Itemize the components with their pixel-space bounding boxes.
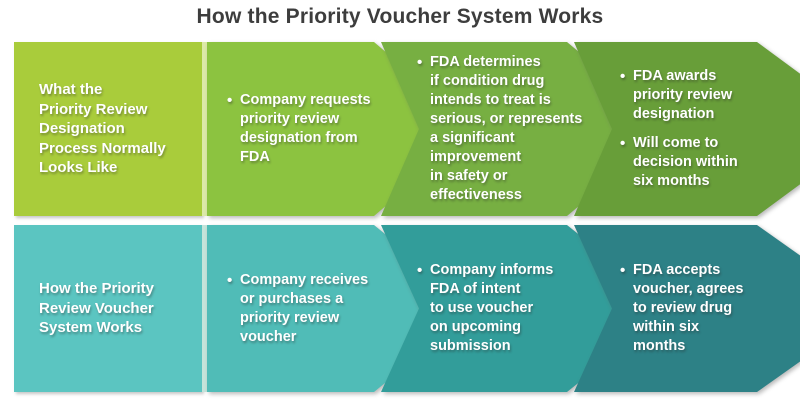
bullet-icon: • bbox=[227, 92, 233, 109]
bullet-icon: • bbox=[620, 135, 626, 152]
row1-step2-chevron: • FDA determines if condition drug inten… bbox=[381, 42, 671, 216]
row1-label-box: What the Priority Review Designation Pro… bbox=[14, 42, 216, 216]
row2-step1-bullet-item: • Company receives or purchases a priori… bbox=[227, 271, 432, 347]
row2-step2-bullet-item: • Company informs FDA of intent to use v… bbox=[417, 261, 641, 356]
row2-step2-text: Company informs FDA of intent to use vou… bbox=[430, 262, 554, 354]
row2-step3-bullet-item: • FDA accepts voucher, agrees to review … bbox=[620, 261, 800, 356]
row2-step3-text: FDA accepts voucher, agrees to review dr… bbox=[633, 262, 744, 354]
row1-step2-text: FDA determines if condition drug intends… bbox=[430, 54, 583, 203]
bullet-icon: • bbox=[417, 54, 423, 71]
bullet-icon: • bbox=[620, 262, 626, 279]
row1-step3-text-1: FDA awards priority review designation bbox=[633, 68, 733, 122]
row1-step2-bullet-item: • FDA determines if condition drug inten… bbox=[417, 53, 641, 205]
row1-step3-bullet-item-1: • FDA awards priority review designation bbox=[620, 67, 800, 124]
row2-step2-chevron: • Company informs FDA of intent to use v… bbox=[381, 225, 671, 392]
row1-step3-text-2: Will come to decision within six months bbox=[633, 135, 738, 189]
bullet-icon: • bbox=[227, 271, 233, 289]
row2-label-text: How the Priority Review Voucher System W… bbox=[39, 280, 155, 337]
row2-label-box: How the Priority Review Voucher System W… bbox=[14, 225, 216, 392]
row2-step3-chevron: • FDA accepts voucher, agrees to review … bbox=[574, 225, 800, 392]
row1-step3-bullet-item-2: • Will come to decision within six month… bbox=[620, 134, 800, 191]
row1-step1-text: Company requests priority review designa… bbox=[240, 92, 371, 165]
row1-label-text: What the Priority Review Designation Pro… bbox=[39, 81, 166, 177]
bullet-icon: • bbox=[620, 68, 626, 85]
row1-step3-chevron: • FDA awards priority review designation… bbox=[574, 42, 800, 216]
page-title: How the Priority Voucher System Works bbox=[196, 5, 604, 28]
row2-step1-text: Company receives or purchases a priority… bbox=[240, 271, 369, 345]
row1-step1-bullet-item: • Company requests priority review desig… bbox=[227, 91, 432, 167]
bullet-icon: • bbox=[417, 262, 423, 279]
